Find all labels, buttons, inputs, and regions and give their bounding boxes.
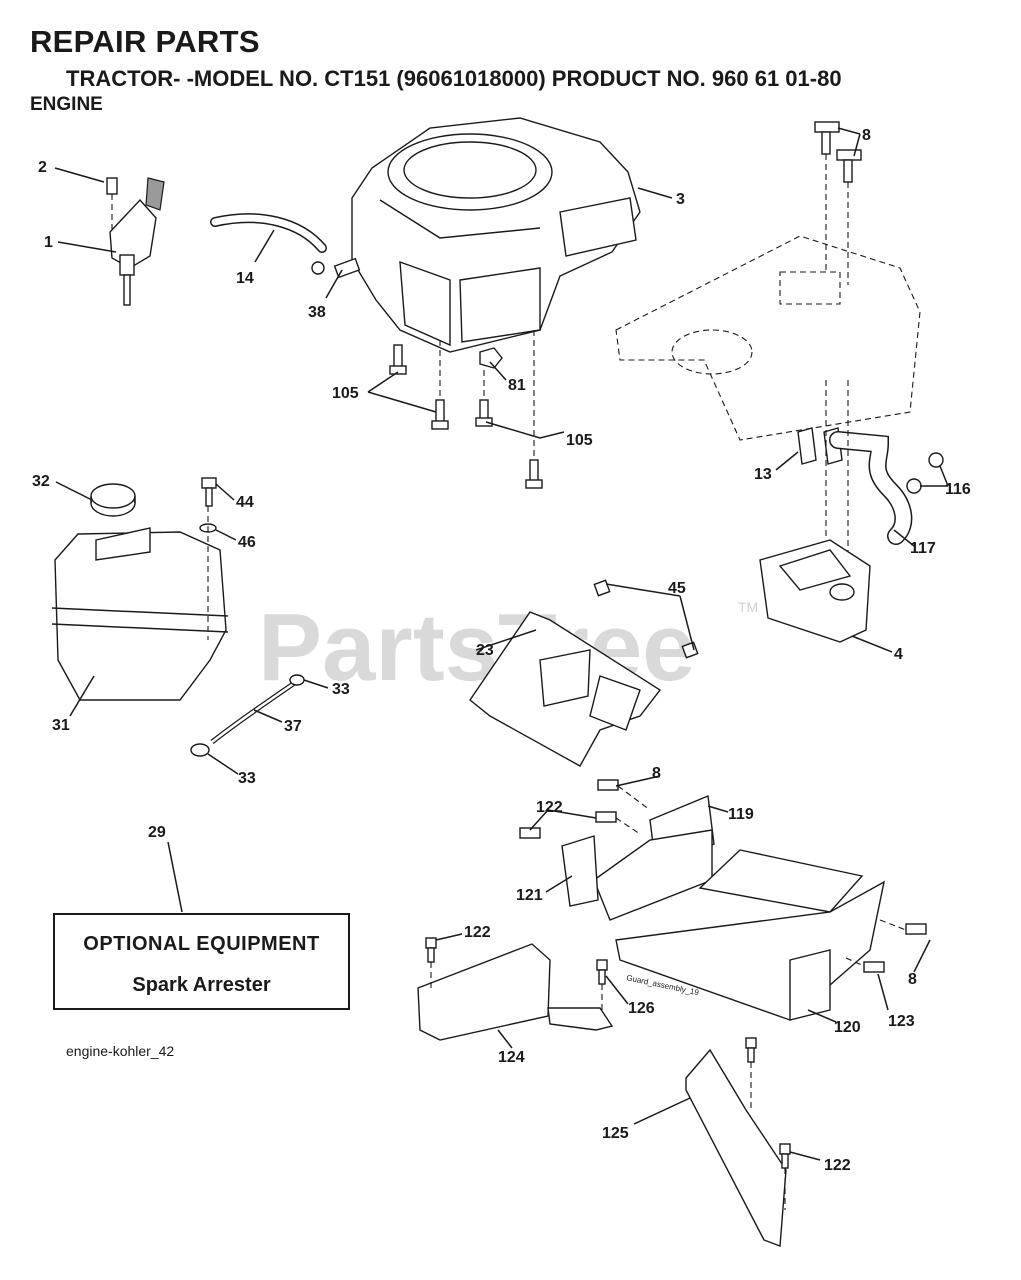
part-label: 44 (236, 494, 254, 511)
part-label: 13 (754, 466, 772, 483)
part-label: 46 (238, 534, 256, 551)
part-label: 126 (628, 1000, 655, 1017)
part-label: 23 (476, 642, 494, 659)
fuel-line-drawing (210, 213, 361, 279)
frame-plate-drawing (615, 121, 921, 441)
part-label: 121 (516, 887, 543, 904)
part-label: 117 (910, 540, 936, 557)
part-label: 8 (862, 127, 871, 144)
part-label: 33 (332, 681, 350, 698)
part-label: 2 (38, 159, 47, 176)
muffler-drawing (759, 539, 871, 643)
part-label: 38 (308, 304, 326, 321)
part-label: 81 (508, 377, 526, 394)
part-label: 31 (52, 717, 70, 734)
page-title: REPAIR PARTS (30, 24, 260, 59)
part-label: 105 (332, 385, 359, 402)
part-label: 33 (238, 770, 256, 787)
optional-equipment-box: OPTIONAL EQUIPMENT Spark Arrester (53, 913, 350, 1010)
part-label: 105 (566, 432, 593, 449)
leader-lines (54, 127, 949, 1161)
engine-bolts-drawing (389, 330, 543, 489)
diagram-reference: engine-kohler_42 (66, 1043, 175, 1059)
part-label: 124 (498, 1049, 525, 1066)
section-title: ENGINE (30, 94, 103, 115)
part-label: 125 (602, 1125, 629, 1142)
part-label: 122 (464, 924, 491, 941)
part-label: 119 (728, 806, 754, 823)
heat-shield-drawing (469, 579, 699, 767)
watermark-tm: TM (738, 599, 758, 615)
tank-fuel-line-drawing (190, 674, 305, 757)
throttle-control-drawing (106, 177, 165, 306)
part-label: 1 (44, 234, 53, 251)
deflector-124-drawing (417, 937, 614, 1041)
part-label: 45 (668, 580, 686, 597)
part-label: 8 (908, 971, 917, 988)
fuel-tank-drawing (51, 483, 229, 701)
engine-drawing (351, 117, 641, 353)
deflector-125-drawing (685, 1037, 791, 1247)
part-labels: 2 1 14 38 3 8 105 81 105 13 116 117 32 4… (32, 127, 971, 1174)
exhaust-pipe-drawing (797, 380, 944, 560)
part-label: 29 (148, 824, 166, 841)
optional-equipment-item: Spark Arrester (132, 974, 271, 996)
part-label: 123 (888, 1013, 915, 1030)
tank-bolt-drawing (199, 477, 217, 640)
part-label: 116 (945, 481, 971, 498)
optional-equipment-heading: OPTIONAL EQUIPMENT (83, 933, 320, 955)
part-label: 120 (834, 1019, 861, 1036)
part-label: 37 (284, 718, 302, 735)
part-label: 4 (894, 646, 903, 663)
part-label: 122 (536, 799, 563, 816)
part-label: 8 (652, 765, 661, 782)
part-label: 32 (32, 473, 50, 490)
part-label: 14 (236, 270, 254, 287)
model-subtitle: TRACTOR- -MODEL NO. CT151 (96061018000) … (66, 66, 842, 91)
part-label: 122 (824, 1157, 851, 1174)
part-label: 3 (676, 191, 685, 208)
